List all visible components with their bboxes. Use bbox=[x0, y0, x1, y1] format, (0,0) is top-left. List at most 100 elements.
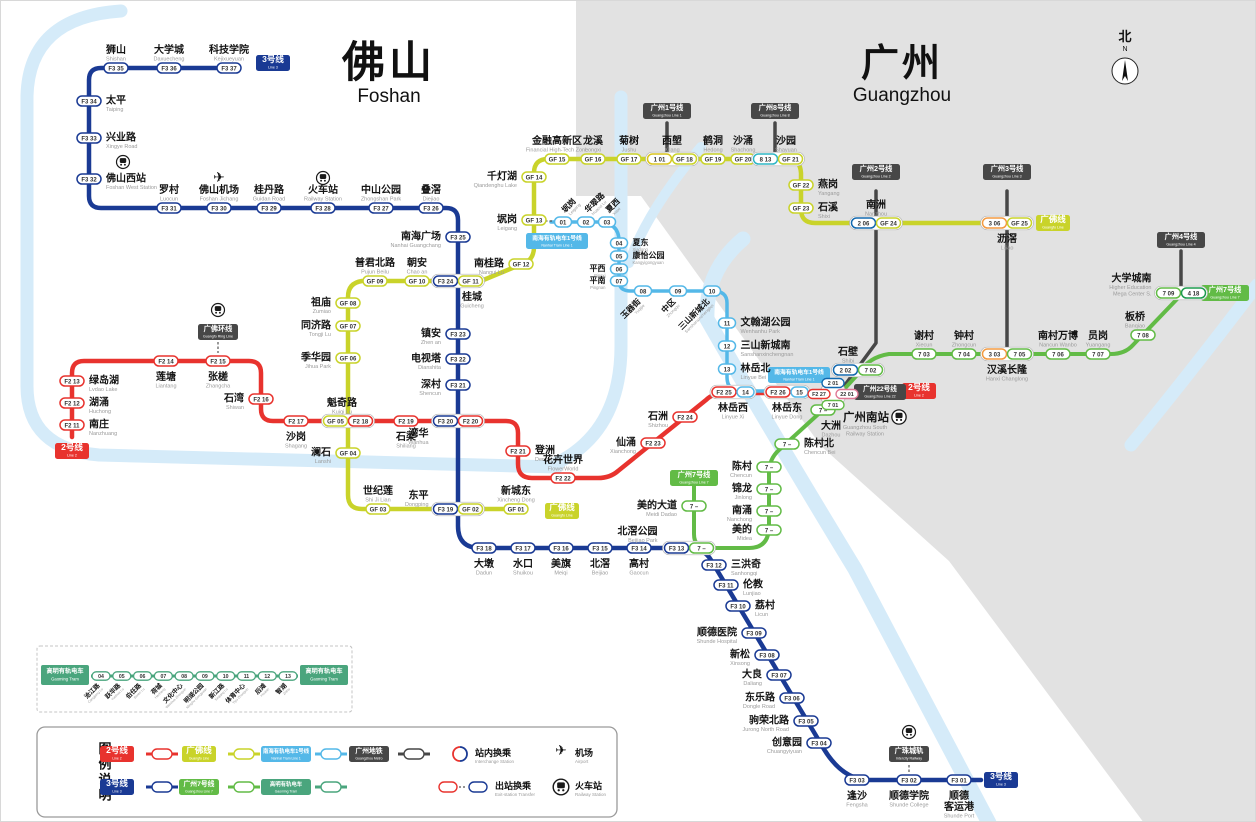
station-name: 东平 bbox=[409, 489, 429, 502]
map-text: Houtan bbox=[260, 687, 271, 698]
map-text: 04 bbox=[616, 241, 623, 247]
map-text: F2 14 bbox=[158, 359, 174, 365]
map-text: Gaoming Tram bbox=[51, 677, 79, 682]
station-name: 南庄 bbox=[89, 418, 109, 431]
map-text: Interchange Station bbox=[475, 759, 515, 764]
station-name: 科技学院 bbox=[209, 43, 249, 56]
map-text: F2 13 bbox=[64, 379, 80, 385]
map-text: Guangzhou Line 7 bbox=[185, 790, 213, 794]
station-name-en: Yangang bbox=[818, 191, 840, 197]
station-name-en: Beijiao bbox=[592, 571, 609, 577]
map-text: F3 17 bbox=[515, 546, 531, 552]
station-name-en: Guidan Road bbox=[253, 197, 285, 203]
station-name: 伦教 bbox=[743, 578, 764, 591]
station-name: 高村 bbox=[629, 557, 649, 570]
station-name: 石洲 bbox=[647, 411, 668, 423]
map-text: F3 18 bbox=[476, 546, 492, 552]
map-text: F2 26 bbox=[770, 390, 786, 396]
station-name: 林岳北 bbox=[741, 362, 771, 375]
river bbox=[699, 231, 997, 821]
station-name: 陈村北 bbox=[804, 437, 834, 450]
railway-station-icon bbox=[115, 154, 131, 170]
airport-icon: ✈ bbox=[213, 169, 225, 185]
map-text: Guangzhou Line 4 bbox=[1166, 243, 1195, 247]
station-name: 叠滘 bbox=[421, 183, 441, 196]
map-text: Intercity Railway bbox=[896, 757, 922, 761]
station-name-en: Shunde Hospital bbox=[697, 639, 737, 645]
map-text: F3 10 bbox=[730, 604, 746, 610]
map-text: Railway Station bbox=[575, 792, 607, 797]
station-name-en: Shi Ji Lian bbox=[365, 498, 390, 504]
station-name: 千灯湖 bbox=[487, 170, 517, 183]
station-name-en: Dadun bbox=[476, 571, 492, 577]
map-text: 广州2号线 bbox=[860, 164, 894, 173]
station-name-en: Yuangang bbox=[1086, 343, 1111, 349]
station-name-en: Leigang bbox=[497, 226, 517, 232]
map-text: F2 24 bbox=[677, 415, 693, 421]
station-name-en: Dongping bbox=[405, 502, 429, 508]
map-text: F2 15 bbox=[210, 359, 226, 365]
station-name: 三洪奇 bbox=[731, 558, 761, 571]
map-text: F2 25 bbox=[716, 390, 732, 396]
map-text: 15 bbox=[796, 390, 803, 396]
station-name: 广州南站 bbox=[843, 410, 889, 424]
map-text: Guangzhou Line 3 bbox=[992, 175, 1021, 179]
station-name: 大良 bbox=[742, 668, 762, 681]
station-name-en: Nanhai Guangchang bbox=[391, 243, 441, 249]
map-text: GF 09 bbox=[367, 279, 384, 285]
map-text: F3 22 bbox=[450, 357, 466, 363]
station-name-en: Dazhou bbox=[822, 433, 841, 439]
station-name: 创意园 bbox=[771, 736, 802, 749]
station-name-en: Sanshanxinchengnan bbox=[741, 352, 794, 358]
station-name-en: Xincheng Dong bbox=[497, 498, 535, 504]
station-name-en: Diejiao bbox=[423, 197, 440, 203]
station-name-en: Huchong bbox=[89, 409, 111, 415]
station-name: 中山公园 bbox=[361, 183, 401, 196]
station-name: 石壁 bbox=[837, 345, 858, 358]
station-name: 板桥 bbox=[1125, 310, 1146, 323]
river bbox=[1124, 278, 1255, 452]
station-name-en: Pujun Beilu bbox=[361, 270, 389, 276]
map-text: GF 08 bbox=[340, 301, 357, 307]
station-name-en: Dianshita bbox=[418, 365, 442, 371]
map-text: 7 – bbox=[819, 408, 828, 414]
station-name-en: Nanchong bbox=[727, 517, 752, 523]
map-text: 09 bbox=[675, 289, 682, 295]
map-text: GF 03 bbox=[370, 507, 387, 513]
map-text: 广州22号线 bbox=[863, 384, 897, 393]
map-text: 4 18 bbox=[1188, 291, 1200, 297]
map-text: GF 25 bbox=[1011, 221, 1028, 227]
map-text: F2 17 bbox=[288, 419, 304, 425]
station-name-en: Licun bbox=[755, 612, 768, 618]
legend-label: 火车站 bbox=[575, 780, 602, 791]
station-name: 金融高新区 bbox=[531, 134, 582, 147]
map-text: 10 bbox=[709, 289, 716, 295]
station-name: 美旗 bbox=[551, 557, 571, 570]
map-text: 12 bbox=[724, 344, 731, 350]
map-text: 3号线 bbox=[990, 771, 1012, 781]
north-label-en: N bbox=[1122, 46, 1127, 53]
map-text: Guangzhou Line 8 bbox=[760, 114, 789, 118]
